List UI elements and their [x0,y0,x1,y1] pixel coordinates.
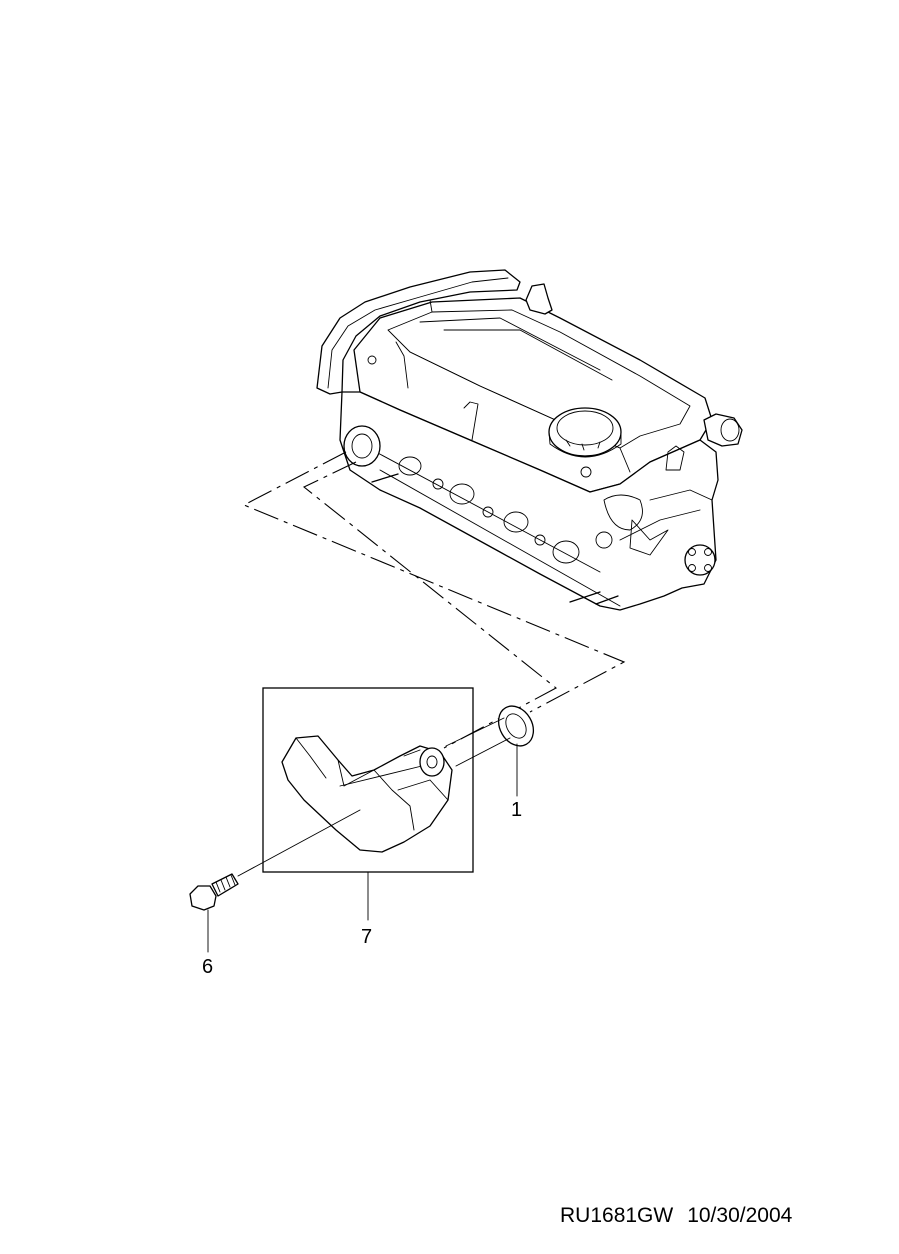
housing-leader-a [445,717,505,747]
coolant-outlet [343,425,381,467]
bolt [189,873,239,911]
cylinder-head [339,391,719,611]
bolt-leader [237,809,361,877]
cam-sensor [703,413,743,447]
drawing-footer: RU1681GW 10/30/2004 [560,1204,792,1228]
timing-belt-cover [316,269,521,395]
callout-7: 7 [361,926,373,948]
oil-filler-cap [548,407,622,458]
drawing-code: RU1681GW [560,1204,674,1227]
callout-1: 1 [511,799,523,821]
drawing-date: 10/30/2004 [687,1204,793,1227]
callout-6: 6 [202,956,214,978]
cylinder-head-assembly [316,269,743,611]
top-sensor [525,283,553,315]
seal-ring [497,705,535,747]
housing-leader-b [455,737,511,767]
thermostat-housing [281,735,453,853]
